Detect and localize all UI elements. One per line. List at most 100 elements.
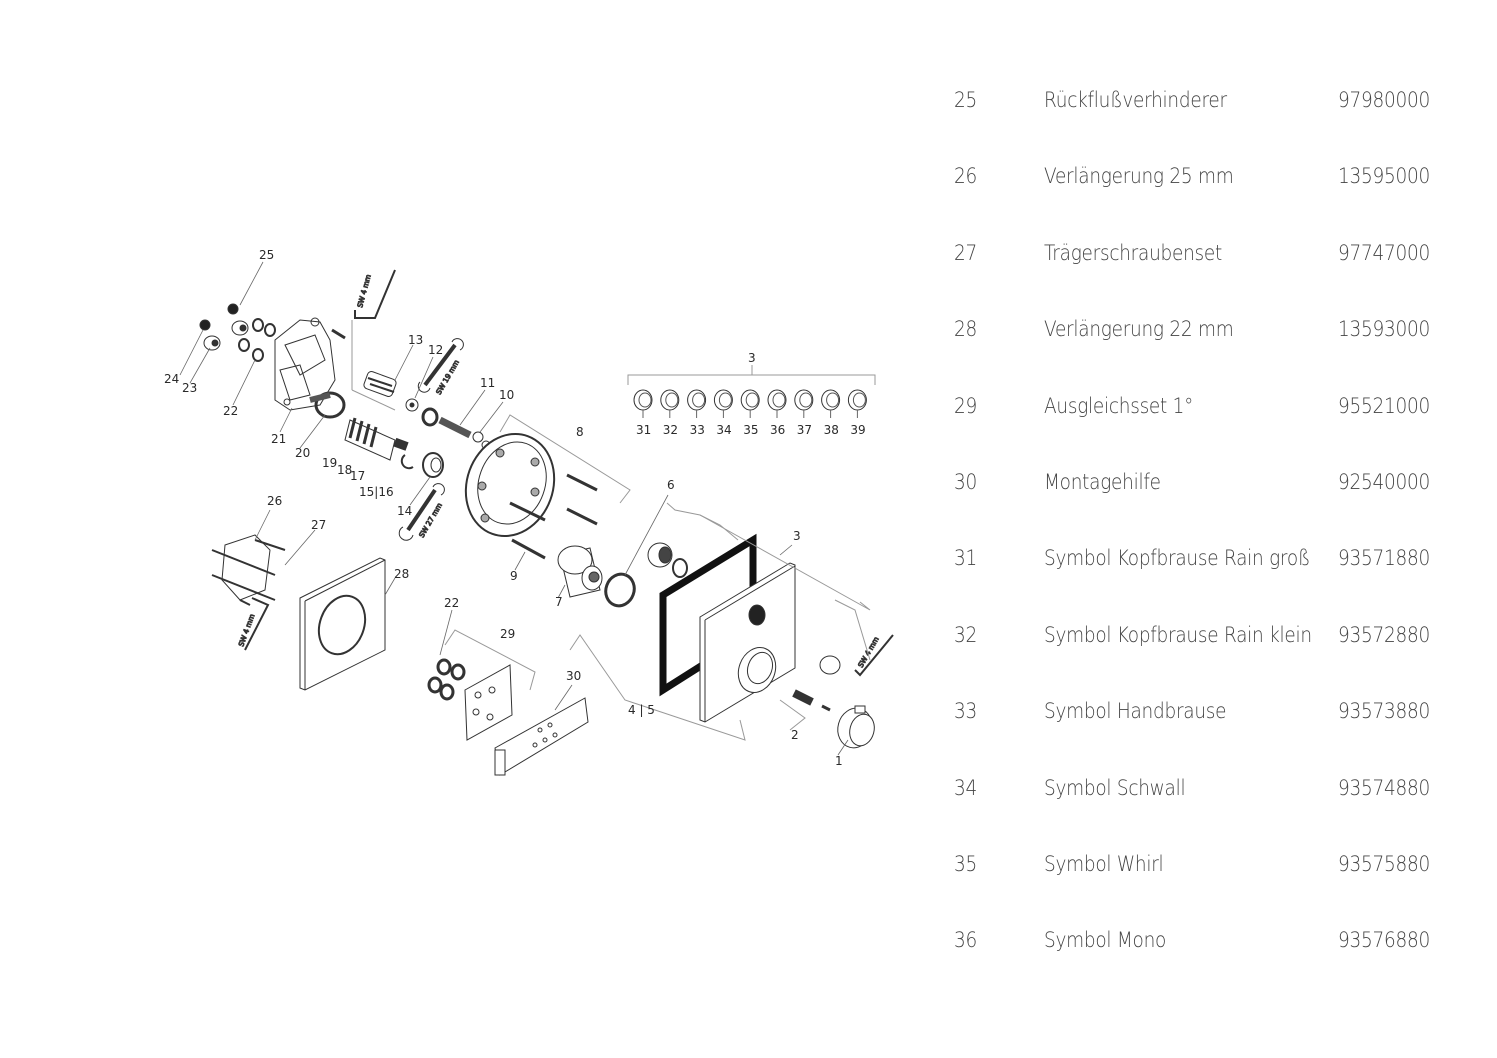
hex-key-left: SW 4 mm — [237, 597, 270, 651]
part-position: 26 — [954, 164, 977, 189]
callout-14: 14 — [397, 504, 412, 518]
callout-7: 7 — [555, 595, 563, 609]
part-name: Ausgleichsset 1° — [1044, 393, 1194, 418]
part-article-number: 13593000 — [1338, 317, 1430, 342]
parts-row: 26 Verlängerung 25 mm 13595000 — [940, 140, 1460, 216]
part-article-number: 93576880 — [1338, 928, 1430, 953]
callout-25: 25 — [259, 248, 274, 262]
parts-row: 31 Symbol Kopfbrause Rain groß 93571880 — [940, 522, 1460, 598]
callout-18: 18 — [337, 463, 352, 477]
callout-9: 9 — [510, 569, 518, 583]
part-article-number: 92540000 — [1338, 469, 1430, 494]
part-position: 36 — [954, 928, 977, 953]
part-article-number: 97980000 — [1338, 88, 1430, 112]
part-28-extension-frame — [299, 557, 386, 691]
callout-27: 27 — [311, 518, 326, 532]
hex-key-top-label: SW 4 mm — [356, 274, 373, 309]
callout-2: 2 — [791, 728, 799, 742]
part-name: Symbol Handbrause — [1044, 699, 1227, 724]
part-22-o-rings — [238, 318, 276, 362]
callout-21: 21 — [271, 432, 286, 446]
parts-row: 29 Ausgleichsset 1° 95521000 — [940, 370, 1460, 446]
callout-20: 20 — [295, 446, 310, 460]
parts-row: 34 Symbol Schwall 93574880 — [940, 752, 1460, 828]
parts-row: 33 Symbol Handbrause 93573880 — [940, 675, 1460, 751]
callout-28: 28 — [394, 567, 409, 581]
callout-37: 37 — [797, 423, 812, 437]
part-article-number: 93573880 — [1338, 699, 1430, 724]
symbol-insert-33: 33 — [687, 389, 707, 437]
symbol-inserts-row: 31 32 33 34 35 36 37 38 39 — [633, 389, 867, 437]
part-name: Verlängerung 25 mm — [1044, 164, 1234, 189]
part-article-number: 93572880 — [1338, 622, 1430, 647]
callout-19: 19 — [322, 456, 337, 470]
part-22-o-rings-lower — [427, 658, 466, 701]
symbol-insert-37: 37 — [794, 389, 814, 437]
part-15-19-thermostat-cartridge — [344, 417, 409, 461]
part-26-extension — [211, 534, 286, 606]
callout-26: 26 — [267, 494, 282, 508]
callout-6: 6 — [667, 478, 675, 492]
part-article-number: 93574880 — [1338, 775, 1430, 800]
callout-33: 33 — [690, 423, 705, 437]
callout-35: 35 — [743, 423, 758, 437]
callout-38: 38 — [824, 423, 839, 437]
part-article-number: 95521000 — [1338, 393, 1430, 418]
part-position: 33 — [954, 699, 977, 724]
callout-31: 31 — [636, 423, 651, 437]
part-21-valve-body — [274, 317, 336, 411]
part-position: 31 — [954, 546, 977, 571]
part-position: 34 — [954, 775, 977, 800]
callout-39: 39 — [850, 423, 865, 437]
callout-8: 8 — [576, 425, 584, 439]
part-position: 32 — [954, 622, 977, 647]
callout-labels: 25 24 23 22 21 20 19 18 17 15|16 14 13 1… — [164, 248, 843, 768]
hex-key-top: SW 4 mm — [354, 269, 396, 319]
part-6-nut — [647, 542, 688, 578]
callout-32: 32 — [663, 423, 678, 437]
part-24-23-check-valve — [199, 319, 221, 351]
callout-29: 29 — [500, 627, 515, 641]
part-11-shaft — [421, 407, 472, 439]
callout-1: 1 — [835, 754, 843, 768]
callout-34: 34 — [716, 423, 731, 437]
callout-3-upper: 3 — [748, 351, 756, 365]
hex-key-right: SW 4 mm — [854, 634, 894, 677]
callout-13: 13 — [408, 333, 423, 347]
part-8-9-screws — [509, 473, 598, 560]
part-30-mounting-aid — [494, 697, 589, 776]
part-name: Verlängerung 22 mm — [1044, 317, 1234, 342]
callout-17: 17 — [350, 469, 365, 483]
callout-4-5: 4 | 5 — [628, 703, 655, 717]
callout-36: 36 — [770, 423, 785, 437]
callout-30: 30 — [566, 669, 581, 683]
part-article-number: 93571880 — [1338, 546, 1430, 571]
bracket-lines — [444, 365, 876, 741]
part-name: Symbol Schwall — [1044, 775, 1186, 800]
part-position: 29 — [954, 393, 977, 418]
part-position: 30 — [954, 469, 977, 494]
symbol-insert-35: 35 — [740, 389, 760, 437]
part-name: Rückflußverhinderer — [1044, 88, 1227, 112]
part-name: Symbol Kopfbrause Rain groß — [1044, 546, 1311, 571]
part-article-number: 13595000 — [1338, 164, 1430, 189]
part-position: 35 — [954, 851, 977, 876]
callout-11: 11 — [480, 376, 495, 390]
symbol-insert-39: 39 — [847, 389, 867, 437]
leader-lines — [179, 261, 849, 756]
part-position: 25 — [954, 88, 977, 112]
callout-22: 22 — [223, 404, 238, 418]
part-3-cover-plate — [699, 562, 796, 723]
part-25-check-valve — [227, 303, 249, 336]
callout-15-16: 15|16 — [359, 485, 394, 499]
symbol-insert-38: 38 — [821, 389, 841, 437]
part-20-ring — [309, 391, 346, 419]
part-name: Trägerschraubenset — [1044, 240, 1222, 265]
callout-10: 10 — [499, 388, 514, 402]
part-article-number: 93575880 — [1338, 851, 1430, 876]
symbol-insert-34: 34 — [713, 389, 733, 437]
